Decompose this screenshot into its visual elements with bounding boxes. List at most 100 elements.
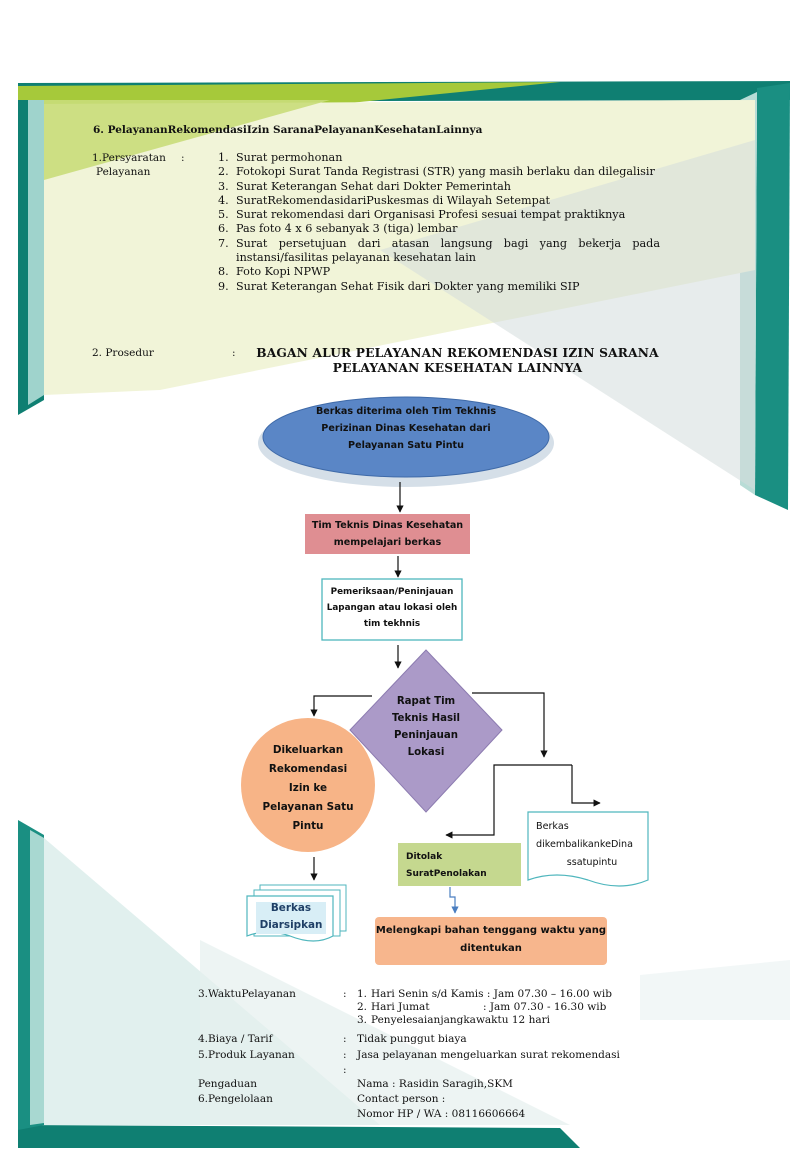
- requirement-item: 3. Surat Keterangan Sehat dari Dokter Pem…: [218, 180, 660, 194]
- returned-text: Berkas dikembalikankeDina ssatupintu: [536, 818, 648, 872]
- step2-box: [321, 578, 463, 641]
- arrow-decision-to-right: [472, 692, 548, 758]
- archived-text: Berkas Diarsipkan: [256, 900, 326, 934]
- rejected-box: [398, 843, 521, 886]
- requirement-text: Surat persetujuan dari atasan langsung b…: [236, 236, 660, 265]
- requirement-text: SuratRekomendasidariPuskesmas di Wilayah…: [236, 193, 550, 207]
- step2-text-line2: Lapangan atau lokasi oleh: [326, 603, 458, 613]
- step2-text-line1: Pemeriksaan/Peninjauan: [330, 587, 454, 597]
- requirement-text: Surat rekomendasi dari Organisasi Profes…: [236, 208, 626, 222]
- requirement-item: 1.Surat permohonan: [218, 151, 660, 165]
- product-label: 5.Produk Layanan: [198, 1049, 295, 1061]
- requirement-text: Surat Keterangan Sehat Fisik dari Dokter…: [236, 279, 580, 293]
- bottom-right-light: [640, 960, 790, 1020]
- flowchart-title-line1: BAGAN ALUR PELAYANAN REKOMENDASI IZIN SA…: [256, 346, 659, 360]
- archived-doc-stack: [246, 884, 347, 942]
- service-time-label: 3.WaktuPelayanan: [198, 988, 296, 1000]
- complaint-label-line2: 6.Pengelolaan: [198, 1093, 273, 1105]
- flowchart-title: BAGAN ALUR PELAYANAN REKOMENDASI IZIN SA…: [230, 346, 685, 376]
- complaint-label: Pengaduan 6.Pengelolaan: [198, 1077, 273, 1107]
- issued-text-line5: Pintu: [292, 820, 324, 832]
- issued-circle: [241, 718, 375, 852]
- decision-text: Rapat Tim Teknis Hasil Peninjauan Lokasi: [376, 693, 476, 761]
- requirement-item: 7.Surat persetujuan dari atasan langsung…: [218, 237, 660, 266]
- start-text-line3: Pelayanan Satu Pintu: [348, 440, 464, 451]
- product-colon: :: [343, 1049, 347, 1061]
- complete-text-line2: ditentukan: [460, 943, 522, 954]
- archived-text-line1: Berkas: [270, 902, 312, 914]
- returned-doc: [527, 811, 649, 887]
- service-time-item: 2.Hari Jumat : Jam 07.30 - 16.30 wib: [357, 1001, 612, 1014]
- requirement-number: 4.: [218, 193, 229, 207]
- start-ellipse-shape: [262, 396, 550, 478]
- decision-text-line4: Lokasi: [407, 747, 445, 758]
- cost-value: Tidak punggut biaya: [357, 1033, 467, 1045]
- start-text-line2: Perizinan Dinas Kesehatan dari: [321, 423, 491, 434]
- complaint-details: Nama : Rasidin Saragih,SKM Contact perso…: [357, 1077, 525, 1122]
- requirements-list: 1.Surat permohonan 2. Fotokopi Surat Tand…: [218, 151, 660, 294]
- service-time-text: Hari Jumat : Jam 07.30 - 16.30 wib: [371, 1001, 607, 1013]
- step1-text-line2: mempelajari berkas: [333, 537, 442, 548]
- arrow-to-rejected: [445, 764, 572, 839]
- requirements-colon: :: [181, 152, 185, 164]
- requirement-number: 2.: [218, 165, 229, 179]
- rejected-text-line2: SuratPenolakan: [406, 869, 487, 879]
- requirements-label-line2: Pelayanan: [96, 166, 151, 178]
- complaint-phone: Nomor HP / WA : 08116606664: [357, 1108, 526, 1120]
- complaint-name: Nama : Rasidin Saragih,SKM: [357, 1078, 513, 1090]
- product-value: Jasa pelayanan mengeluarkan surat rekome…: [357, 1049, 620, 1061]
- requirement-text: Fotokopi Surat Tanda Registrasi (STR) ya…: [236, 165, 655, 179]
- service-time-text: Penyelesaianjangkawaktu 12 hari: [371, 1014, 550, 1026]
- left-light-strip: [28, 100, 44, 405]
- archived-text-line2: Diarsipkan: [259, 919, 323, 931]
- requirements-label: 1.Persyaratan Pelayanan: [92, 151, 166, 179]
- requirement-text: Pas foto 4 x 6 sebanyak 3 (tiga) lembar: [236, 222, 458, 236]
- complete-box: [375, 917, 607, 965]
- service-time-item: 1.Hari Senin s/d Kamis : Jam 07.30 – 16.…: [357, 988, 612, 1001]
- complete-text-line1: Melengkapi bahan tenggang waktu yang: [375, 925, 607, 936]
- rejected-text-line1: Ditolak: [406, 852, 443, 862]
- returned-text-line1: Berkas: [536, 821, 569, 832]
- returned-text-line3: ssatupintu: [566, 857, 618, 868]
- arrow-to-returned: [571, 765, 601, 807]
- right-teal-strip: [755, 83, 790, 510]
- requirement-text: Surat Keterangan Sehat dari Dokter Pemer…: [236, 179, 511, 193]
- arrow-decision-to-issued: [310, 695, 372, 717]
- complaint-label-line1: Pengaduan: [198, 1078, 258, 1090]
- requirement-number: 3.: [218, 179, 229, 193]
- requirement-item: 9. Surat Keterangan Sehat Fisik dari Dokt…: [218, 280, 660, 294]
- decision-diamond: [349, 649, 503, 813]
- start-text-line1: Berkas diterima oleh Tim Tekhnis: [315, 406, 497, 417]
- requirements-label-line1: 1.Persyaratan: [92, 152, 166, 164]
- issued-text-line2: Rekomendasi: [268, 763, 348, 775]
- issued-text: Dikeluarkan Rekomendasi Izin ke Pelayana…: [250, 741, 366, 836]
- procedure-colon: :: [232, 347, 236, 359]
- requirement-number: 9.: [218, 279, 229, 293]
- pale-triangle-right: [380, 140, 755, 490]
- service-time-colon: :: [343, 988, 347, 1000]
- requirement-item: 2. Fotokopi Surat Tanda Registrasi (STR) …: [218, 165, 660, 179]
- product-extra-colon: :: [343, 1064, 347, 1076]
- start-text: Berkas diterima oleh Tim Tekhnis Perizin…: [290, 403, 522, 454]
- decision-text-line3: Peninjauan: [393, 730, 459, 741]
- requirement-number: 6.: [218, 222, 229, 236]
- step2-text: Pemeriksaan/Peninjauan Lapangan atau lok…: [322, 584, 462, 632]
- step1-text: Tim Teknis Dinas Kesehatan mempelajari b…: [305, 517, 470, 551]
- procedure-label: 2. Prosedur: [92, 347, 154, 359]
- step1-text-line1: Tim Teknis Dinas Kesehatan: [311, 520, 464, 531]
- requirement-item: 6. Pas foto 4 x 6 sebanyak 3 (tiga) lemba…: [218, 222, 660, 236]
- bottom-teal-band: [18, 1125, 580, 1148]
- requirement-text: Foto Kopi NPWP: [236, 265, 331, 279]
- rejected-text: Ditolak SuratPenolakan: [406, 849, 516, 883]
- complete-text: Melengkapi bahan tenggang waktu yang dit…: [375, 922, 607, 958]
- requirement-item: 4. SuratRekomendasidariPuskesmas di Wilay…: [218, 194, 660, 208]
- issued-text-line3: Izin ke: [288, 782, 328, 794]
- bottom-left-light: [30, 830, 44, 1125]
- decision-text-line1: Rapat Tim: [396, 696, 456, 707]
- returned-text-line2: dikembalikankeDina: [536, 839, 633, 850]
- bottom-light-panel-2: [200, 940, 570, 1125]
- issued-text-line1: Dikeluarkan: [272, 744, 344, 756]
- service-time-list: 1.Hari Senin s/d Kamis : Jam 07.30 – 16.…: [357, 988, 612, 1027]
- requirement-number: 5.: [218, 208, 229, 222]
